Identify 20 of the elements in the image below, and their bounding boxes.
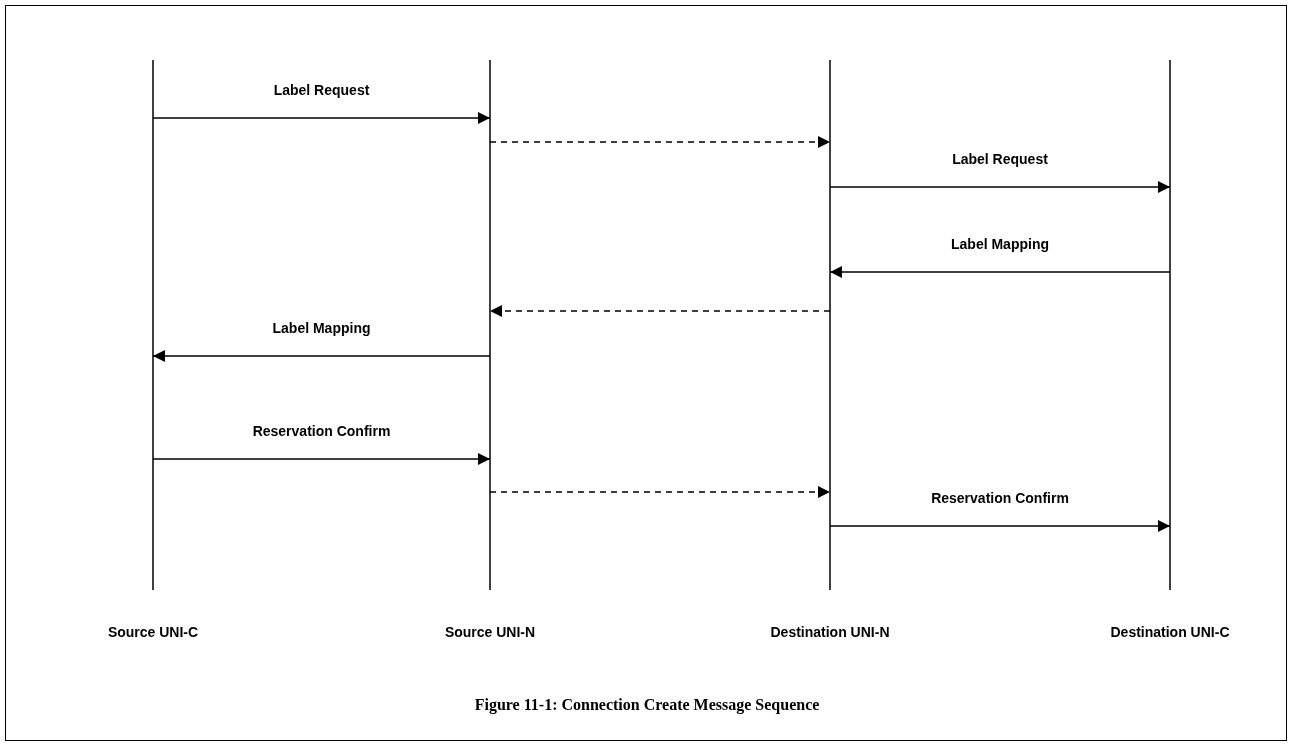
- participant-label: Destination UNI-C: [1110, 624, 1230, 640]
- participant-label: Destination UNI-N: [770, 624, 890, 640]
- message-label: Reservation Confirm: [250, 423, 393, 439]
- message-label: Label Request: [271, 82, 372, 98]
- figure-caption: Figure 11-1: Connection Create Message Sequence: [474, 696, 820, 714]
- dashed-arrow: [489, 486, 831, 498]
- participant-label: Source UNI-N: [444, 624, 536, 640]
- message-label: Reservation Confirm: [929, 490, 1071, 506]
- message-arrow: [829, 266, 1171, 278]
- participant-label: Source UNI-C: [107, 624, 199, 640]
- message-label: Label Mapping: [949, 236, 1051, 252]
- message-arrow: [152, 112, 491, 124]
- message-arrow: [152, 350, 491, 362]
- dashed-arrow: [489, 305, 831, 317]
- message-label: Label Request: [950, 151, 1050, 167]
- dashed-arrow: [489, 136, 831, 148]
- message-arrow: [829, 520, 1171, 532]
- message-arrow: [829, 181, 1171, 193]
- message-arrow: [152, 453, 491, 465]
- message-label: Label Mapping: [270, 320, 373, 336]
